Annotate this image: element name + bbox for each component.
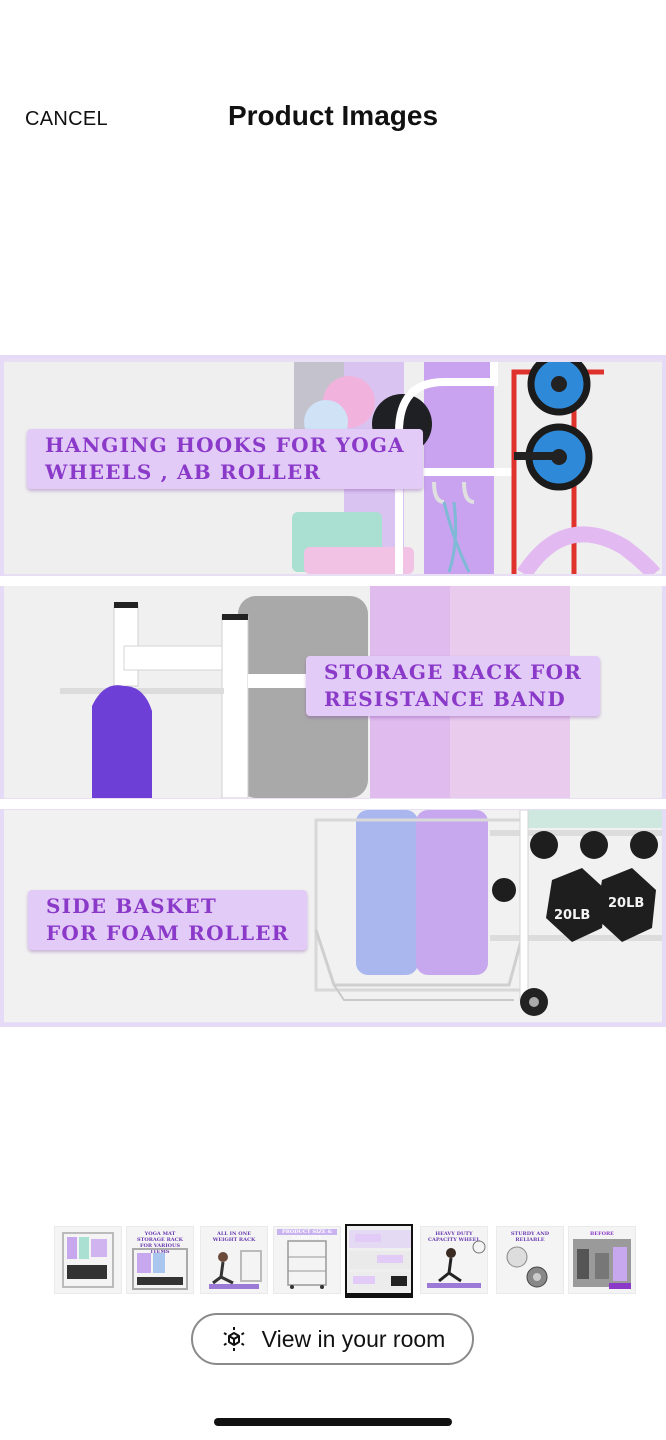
- thumbnail-strip: YOGA MAT STORAGE RACK FOR VARIOUS ITEMS …: [54, 1224, 638, 1298]
- thumbnail-band: [277, 1229, 337, 1235]
- thumbnail-caption: PRODUCT SIZE & CAPACITY: [281, 1229, 333, 1241]
- thumbnail-1[interactable]: [54, 1226, 122, 1294]
- thumbnail-caption: HEAVY DUTY CAPACITY WHEEL: [428, 1231, 480, 1243]
- thumbnail-caption: ALL IN ONE WEIGHT RACK: [212, 1231, 256, 1243]
- image-panel-band-rack: STORAGE RACK FOR RESISTANCE BAND: [4, 586, 662, 798]
- dumbbell-weight-label: 20LB: [554, 908, 591, 923]
- thumbnail-5-selected[interactable]: [345, 1224, 413, 1298]
- home-indicator[interactable]: [214, 1418, 452, 1426]
- thumbnail-caption: BEFORE: [590, 1231, 614, 1237]
- thumbnail-caption: YOGA MAT STORAGE RACK FOR VARIOUS ITEMS: [137, 1231, 183, 1255]
- thumbnail-8[interactable]: BEFORE: [568, 1226, 636, 1294]
- thumbnail-caption: STURDY AND RELIABLE: [510, 1231, 550, 1243]
- page-title: Product Images: [227, 100, 439, 131]
- panel-divider: [0, 576, 666, 586]
- thumbnail-4[interactable]: PRODUCT SIZE & CAPACITY: [273, 1226, 341, 1294]
- panel-divider: [0, 799, 666, 809]
- dumbbell-weight-label: 20LB: [608, 896, 645, 911]
- image-panel-side-basket: 20LB 20LB SIDE BASKET FOR FOAM ROLLER: [4, 810, 662, 1022]
- caption-hanging-hooks: HANGING HOOKS FOR YOGA WHEELS , AB ROLLE…: [27, 429, 423, 489]
- image-panel-hooks: HANGING HOOKS FOR YOGA WHEELS , AB ROLLE…: [4, 362, 662, 574]
- thumbnail-7[interactable]: STURDY AND RELIABLE: [496, 1226, 564, 1294]
- side-basket-illustration: [314, 810, 662, 1016]
- thumbnail-3[interactable]: ALL IN ONE WEIGHT RACK: [200, 1226, 268, 1294]
- view-in-your-room-button[interactable]: View in your room: [191, 1313, 474, 1365]
- thumbnail-6[interactable]: HEAVY DUTY CAPACITY WHEEL: [420, 1226, 488, 1294]
- ar-cube-icon: [223, 1327, 245, 1351]
- cancel-button[interactable]: CANCEL: [25, 108, 108, 130]
- view-in-your-room-label: View in your room: [261, 1325, 446, 1352]
- thumbnail-2[interactable]: YOGA MAT STORAGE RACK FOR VARIOUS ITEMS: [126, 1226, 194, 1294]
- caption-side-basket: SIDE BASKET FOR FOAM ROLLER: [28, 890, 308, 950]
- caption-storage-rack: STORAGE RACK FOR RESISTANCE BAND: [306, 656, 601, 716]
